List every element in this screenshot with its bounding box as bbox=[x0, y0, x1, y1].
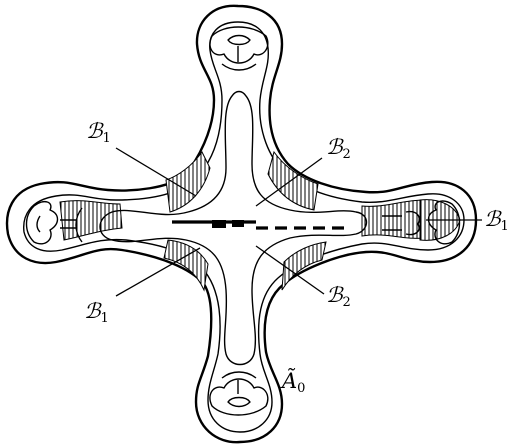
label-b1-upper-left: ℬ1 bbox=[86, 119, 111, 146]
label-b1-lower-left: ℬ1 bbox=[84, 299, 109, 326]
hatch-b1-lower-left bbox=[163, 239, 209, 292]
central-channel bbox=[99, 90, 368, 366]
hatch-right-arm bbox=[361, 199, 425, 239]
right-lobe bbox=[382, 200, 461, 245]
label-a0: Ã0 bbox=[280, 369, 305, 396]
hatch-b2-upper-right bbox=[267, 150, 319, 211]
hatch-left-arm bbox=[59, 200, 123, 241]
outer-boundary bbox=[5, 4, 478, 444]
leader-b2-upper-right bbox=[255, 157, 323, 207]
top-lobe bbox=[209, 26, 269, 71]
leader-b1-upper-left bbox=[115, 147, 197, 197]
middle-boundary bbox=[23, 21, 465, 433]
leader-b1-lower-left bbox=[115, 247, 201, 297]
label-b2-upper-right: ℬ2 bbox=[326, 135, 351, 162]
leader-b2-lower-right bbox=[255, 245, 325, 295]
heavy-mark-1 bbox=[212, 220, 226, 228]
label-b2-lower-right: ℬ2 bbox=[326, 283, 351, 310]
bottom-lobe bbox=[209, 371, 269, 416]
hatch-b1-upper-left bbox=[165, 151, 211, 213]
label-b1-right: ℬ1 bbox=[484, 207, 508, 234]
left-lobe bbox=[25, 200, 83, 245]
hatch-b2-lower-right bbox=[281, 241, 327, 291]
heavy-mark-2 bbox=[232, 220, 244, 227]
